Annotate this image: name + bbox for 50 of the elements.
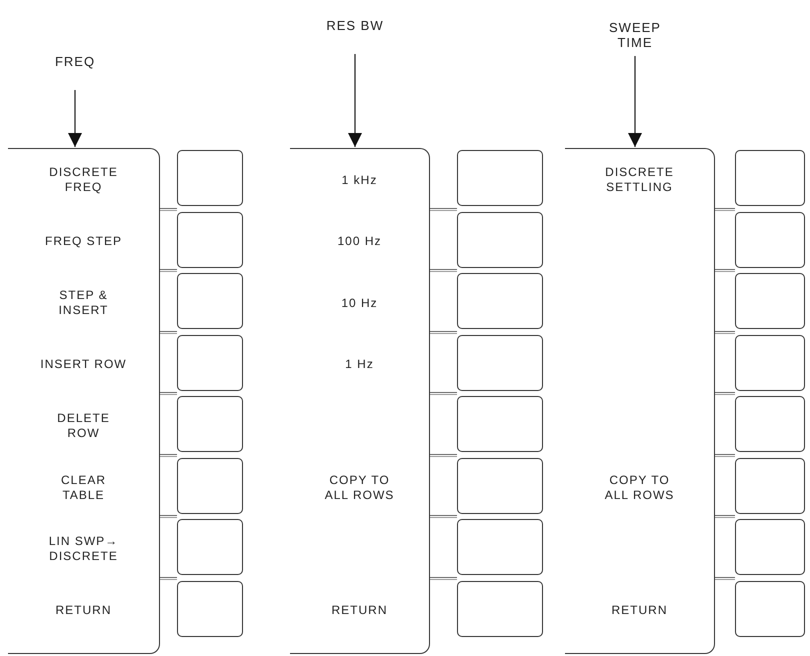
softkey-button: [177, 458, 243, 514]
softkey-button: [177, 396, 243, 452]
softkey-label: RETURN: [56, 603, 112, 618]
softkey-menu-panel: [565, 148, 715, 654]
softkey-label: CLEAR TABLE: [60, 472, 107, 502]
softkey-button: [457, 334, 543, 390]
softkey-label: RETURN: [612, 603, 668, 618]
softkey-button: [457, 519, 543, 575]
softkey-button: [457, 212, 543, 268]
softkey-button: [457, 458, 543, 514]
arrow: [628, 56, 642, 147]
softkey-label: 10 Hz: [341, 296, 378, 310]
softkey-label: FREQ STEP: [44, 234, 122, 249]
arrow: [68, 90, 82, 147]
softkey-button: [177, 580, 243, 636]
softkey-label: DISCRETE SETTLING: [604, 165, 675, 195]
softkey-button: [735, 458, 805, 514]
softkey-label: RETURN: [332, 603, 388, 618]
menu-key-label: RES BW: [325, 18, 385, 33]
softkey-label: COPY TO ALL ROWS: [324, 472, 396, 502]
softkey-label: STEP & INSERT: [58, 288, 110, 318]
softkey-label: INSERT ROW: [40, 357, 127, 372]
menu-key-label: SWEEP TIME: [595, 20, 675, 50]
softkey-button: [735, 519, 805, 575]
softkey-menu-panel: [290, 148, 430, 654]
softkey-button: [735, 150, 805, 206]
menu-key-label: FREQ: [45, 54, 105, 69]
softkey-label: 100 Hz: [337, 234, 382, 249]
softkey-button: [457, 396, 543, 452]
softkey-button: [735, 580, 805, 636]
softkey-label: 1 kHz: [342, 172, 378, 188]
softkey-button: [457, 273, 543, 329]
softkey-button: [735, 212, 805, 268]
softkey-button: [177, 212, 243, 268]
softkey-button: [457, 580, 543, 636]
softkey-label: 1 Hz: [345, 357, 374, 372]
softkey-button: [177, 334, 243, 390]
softkey-button: [177, 150, 243, 206]
softkey-button: [735, 273, 805, 329]
softkey-label: LIN SWP→ DISCRETE: [48, 534, 120, 564]
softkey-label: DISCRETE FREQ: [48, 165, 119, 195]
arrow: [348, 54, 362, 147]
softkey-button: [177, 273, 243, 329]
softkey-label: DELETE ROW: [56, 411, 111, 441]
softkey-button: [177, 519, 243, 575]
softkey-button: [735, 396, 805, 452]
softkey-button: [735, 334, 805, 390]
softkey-menu-panel: [8, 148, 160, 654]
softkey-label: COPY TO ALL ROWS: [604, 472, 676, 502]
softkey-button: [457, 150, 543, 206]
